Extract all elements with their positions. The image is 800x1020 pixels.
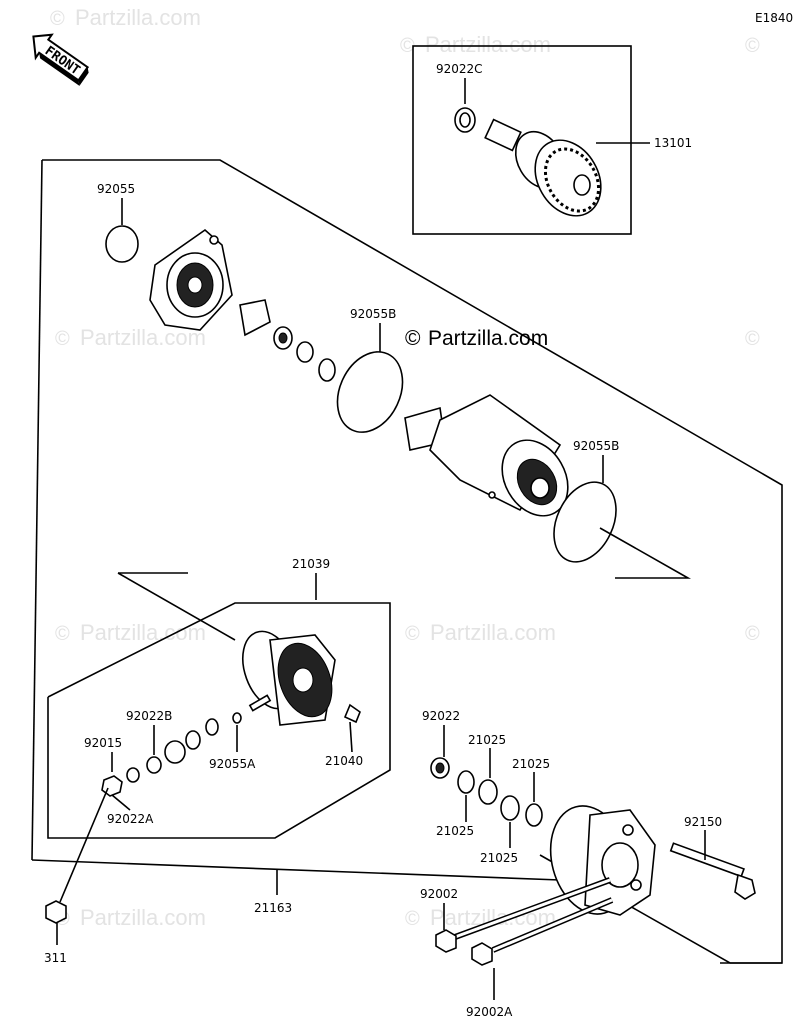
yoke-armature — [404, 394, 569, 517]
main-assembly-outline — [42, 159, 783, 964]
section-line — [117, 572, 236, 641]
part-label-92022: 92022 — [422, 709, 460, 723]
nut-92015 — [101, 775, 123, 797]
brush-plate — [239, 299, 271, 337]
part-label-13101: 13101 — [654, 136, 692, 150]
drive-assembly-box — [412, 45, 632, 235]
front-arrow-icon: FRONT — [32, 33, 90, 86]
nut-311 — [45, 900, 67, 924]
washer-21025 — [457, 770, 475, 794]
washer — [164, 740, 186, 764]
bolt-92002a — [471, 897, 614, 966]
leader-line — [599, 527, 692, 579]
part-label-21025: 21025 — [480, 851, 518, 865]
watermark-symbol: © — [405, 327, 421, 350]
washer-92022b — [146, 756, 162, 774]
part-label-92022b: 92022B — [126, 709, 172, 723]
part-label-92055: 92055 — [97, 182, 135, 196]
part-label-92055b: 92055B — [350, 307, 396, 321]
part-label-92022a: 92022A — [107, 812, 154, 826]
part-label-92022c: 92022C — [436, 62, 483, 76]
o-ring-92055b — [336, 351, 404, 433]
part-label-92015: 92015 — [84, 736, 122, 750]
washer — [126, 767, 140, 783]
washer — [185, 730, 201, 750]
part-label-21039: 21039 — [292, 557, 330, 571]
watermark-symbol: © — [55, 328, 70, 350]
part-label-21025: 21025 — [468, 733, 506, 747]
washer-92022 — [435, 762, 445, 774]
watermark: Partzilla.com — [425, 32, 551, 57]
washer — [278, 332, 288, 344]
washer — [296, 341, 314, 363]
bolt-92002 — [435, 877, 612, 953]
part-label-311: 311 — [44, 951, 67, 965]
watermark-symbol: © — [745, 328, 760, 350]
part-label-92150: 92150 — [684, 815, 722, 829]
part-label-21025: 21025 — [512, 757, 550, 771]
part-label-92002a: 92002A — [466, 1005, 513, 1019]
main-assembly-outline — [31, 859, 561, 881]
part-label-92055b-lower: 92055B — [573, 439, 619, 453]
watermark: Partzilla.com — [80, 905, 206, 930]
brush-spring — [343, 703, 361, 724]
watermark-symbol: © — [400, 35, 415, 57]
watermark-symbol: © — [745, 623, 760, 645]
watermark-layer: © Partzilla.com © Partzilla.com © © Part… — [50, 5, 760, 930]
terminal-bolt — [59, 787, 109, 903]
washer — [205, 718, 219, 736]
part-label-21025: 21025 — [436, 824, 474, 838]
leader-line — [349, 721, 353, 753]
watermark-symbol: © — [745, 35, 760, 57]
watermark-symbol: © — [405, 908, 420, 930]
through-bolt-92150 — [669, 842, 756, 900]
part-label-92002: 92002 — [420, 887, 458, 901]
watermark-symbol: © — [50, 8, 65, 30]
watermark: Partzilla.com — [75, 5, 201, 30]
part-label-92055a: 92055A — [209, 757, 256, 771]
rear-cover — [549, 805, 656, 916]
watermark: Partzilla.com — [430, 620, 556, 645]
main-assembly-outline — [31, 159, 43, 861]
part-label-21040: 21040 — [325, 754, 363, 768]
diagram-code: E1840 — [755, 11, 793, 25]
watermark: Partzilla.com — [80, 325, 206, 350]
watermark-symbol: © — [55, 623, 70, 645]
leader-line — [111, 794, 131, 811]
front-cover — [149, 228, 233, 331]
part-label-21163: 21163 — [254, 901, 292, 915]
watermark-symbol: © — [405, 623, 420, 645]
watermark: Partzilla.com — [80, 620, 206, 645]
brush-holder — [242, 630, 336, 726]
washer — [318, 358, 336, 382]
washer-21025 — [500, 795, 520, 821]
o-ring-92055 — [105, 225, 139, 263]
washer-92055a — [232, 712, 242, 724]
starter-drive-gear — [454, 107, 602, 217]
washer-21025 — [525, 803, 543, 827]
brush-holder-box — [47, 602, 391, 839]
washer-21025 — [478, 779, 498, 805]
